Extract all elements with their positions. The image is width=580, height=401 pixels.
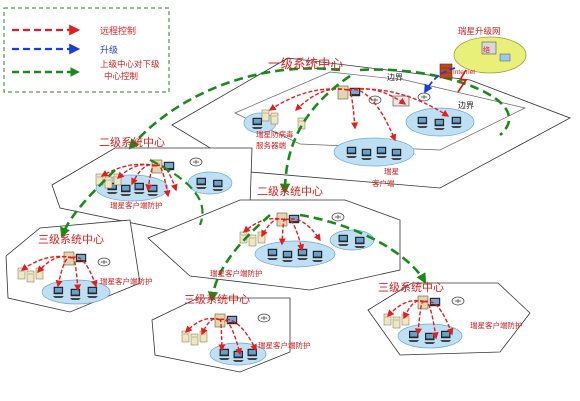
workstation-icon (424, 332, 436, 344)
workstation-icon (69, 288, 81, 300)
level3-right-lan-a (397, 323, 463, 349)
workstation-icon (297, 248, 308, 260)
server-icon (270, 112, 279, 125)
upgrade-net-suffix: 络 (483, 45, 490, 54)
level2-left-center-title: 二级系统中心 (99, 136, 165, 149)
server-icon (199, 330, 208, 343)
workstation-icon (450, 116, 462, 128)
workstation-icon (346, 146, 357, 158)
level3-left-center-title: 三级系统中心 (38, 233, 104, 246)
workstation-icon (232, 350, 244, 362)
lightning-icon (457, 69, 468, 93)
workstation-icon (120, 184, 132, 196)
workstation-icon (433, 118, 445, 130)
level1-av-server (297, 117, 306, 130)
server-icon (392, 316, 401, 329)
hierarchy-control-arrows (60, 67, 511, 303)
server-icon (297, 117, 306, 130)
client-label-1: 瑞星 (384, 166, 399, 176)
level2-left-lan-b (187, 171, 233, 195)
legend-label-hierarchy-2: 中心控制 (104, 71, 138, 81)
level3-right-protect-label: 瑞星客户端防护 (470, 320, 523, 330)
level2-center-router (331, 212, 345, 222)
level3-center-router (257, 313, 271, 323)
upgrade-net-label: 瑞星升级网 (458, 26, 501, 36)
level3-right-center-title: 三级系统中心 (378, 281, 444, 294)
server-icon (190, 333, 199, 346)
workstation-icon (416, 116, 428, 128)
workstation-icon (312, 250, 323, 262)
server-icon (248, 234, 257, 247)
level3-right-router (451, 296, 465, 306)
server-label-1: 瑞星防病毒 (256, 129, 294, 139)
level1-lan-client (333, 137, 415, 167)
workstation-icon (267, 248, 278, 260)
boundary-label-right: 边界 (458, 100, 474, 110)
upgrade-network: 瑞星升级网 络 Internet (424, 26, 527, 94)
workstation-icon (391, 148, 402, 160)
server-icon (383, 313, 392, 326)
workstation-icon (376, 146, 387, 158)
workstation-icon (218, 348, 230, 360)
level3-center-center-title: 三级系统中心 (184, 293, 250, 306)
legend-label-upgrade: 升级 (100, 44, 118, 55)
server-icon (104, 176, 113, 189)
workstation-icon (133, 182, 145, 194)
workstation-icon (282, 250, 293, 262)
level1-console (337, 85, 361, 100)
legend-label-remote: 远程控制 (100, 25, 136, 36)
server-label-2: 服务器端 (256, 140, 286, 150)
server-icon (257, 231, 266, 244)
level3-left-protect-label: 瑞星客户端防护 (100, 276, 153, 286)
upgrade-server-icon (481, 41, 497, 55)
workstation-icon (52, 286, 64, 298)
server-icon (261, 109, 270, 122)
workstation-icon (251, 117, 263, 129)
level1-center-title: 一级系统中心 (268, 56, 344, 71)
level2-center-center-title: 二级系统中心 (257, 185, 323, 198)
workstation-icon (337, 234, 349, 246)
level2-left-protect-label: 瑞星客户端防护 (110, 200, 163, 210)
boundary-label-top: 边界 (387, 72, 403, 82)
client-label-2: 客户端 (372, 178, 395, 188)
workstation-icon (440, 330, 452, 342)
level2-center-lan-b (329, 229, 375, 251)
legend-item-upgrade: 升级 (12, 43, 118, 55)
workstation-icon (246, 348, 258, 360)
level3-left-router (97, 257, 111, 267)
legend-label-hierarchy-1: 上级中心对下级 (100, 59, 160, 69)
level2-center-protect-label: 瑞星客户端防护 (210, 268, 263, 278)
server-icon (26, 270, 35, 283)
level2-left-router (189, 157, 203, 167)
legend-item-hierarchy: 上级中心对下级 中心控制 (12, 59, 160, 81)
level2-center-lan-a (254, 240, 336, 268)
remote-control-arrows (20, 87, 454, 356)
server-icon (17, 267, 26, 280)
level1-servers (261, 109, 279, 125)
level1-lan-right (405, 107, 475, 137)
workstation-icon (212, 179, 224, 191)
workstation-icon (195, 177, 207, 189)
workstation-icon (354, 236, 366, 248)
workstation-icon (86, 286, 98, 298)
legend-item-remote: 远程控制 (12, 24, 136, 36)
workstation-icon (361, 148, 372, 160)
server-icon (181, 330, 190, 343)
legend: 远程控制 升级 上级中心对下级 中心控制 (3, 7, 170, 93)
level3-center-protect-label: 瑞星客户端防护 (258, 340, 311, 350)
level1-router (417, 92, 431, 102)
upgrade-cloud (453, 36, 527, 74)
